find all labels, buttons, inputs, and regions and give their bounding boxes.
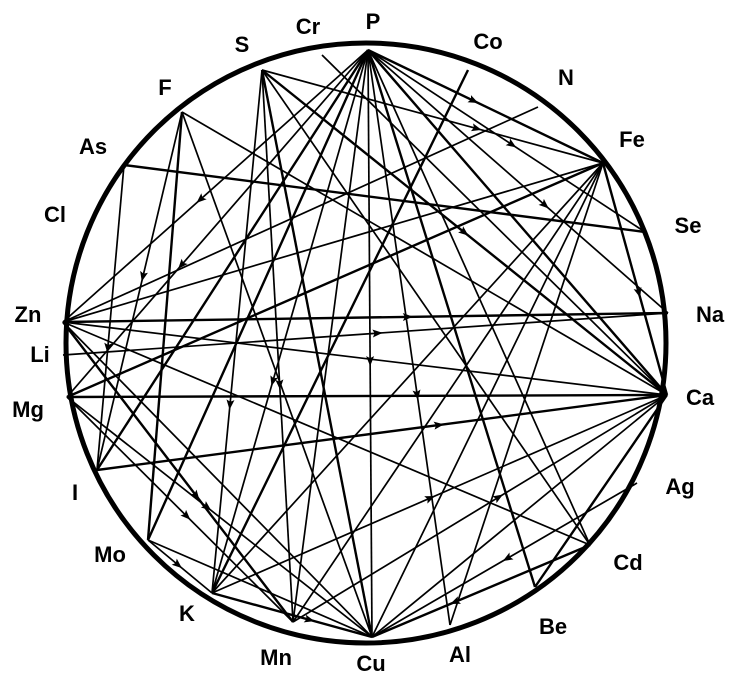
- line-ca-cu: [371, 394, 668, 638]
- line-p-na: [367, 49, 669, 314]
- element-label-li: Li: [30, 342, 50, 367]
- line-f-ca: [181, 111, 668, 396]
- line-fe-cu: [371, 162, 604, 638]
- line-k-cu: [211, 591, 373, 639]
- line-s-cd: [261, 69, 591, 546]
- line-zn-na: [62, 311, 669, 324]
- line-p-k: [211, 49, 369, 594]
- line-fe-mn: [292, 162, 604, 623]
- line-zn-cu: [62, 321, 373, 638]
- line-zn-mn: [62, 321, 294, 623]
- arrowhead-icon: [458, 226, 469, 236]
- element-label-p: P: [365, 9, 381, 34]
- arrowhead-icon: [200, 501, 212, 511]
- arrowhead-icon: [178, 258, 188, 269]
- line-mg-cu: [66, 396, 373, 638]
- interaction-lines: [62, 48, 669, 639]
- line-fe-zn: [62, 162, 604, 323]
- line-s-fe: [261, 69, 604, 164]
- outer-circle: [63, 40, 669, 646]
- element-label-co: Co: [473, 29, 503, 54]
- line-mn-ca: [292, 394, 668, 623]
- line-mg-ca: [66, 393, 668, 399]
- element-label-be: Be: [538, 614, 568, 639]
- element-label-al: Al: [449, 642, 471, 667]
- line-f-mo: [146, 111, 184, 541]
- arrowhead-icon: [275, 379, 284, 390]
- element-label-ca: Ca: [685, 385, 715, 410]
- arrowhead-icon: [492, 494, 503, 504]
- line-li-na: [62, 312, 669, 356]
- element-label-f: F: [158, 75, 172, 100]
- line-be-ca: [534, 394, 668, 588]
- line-p-ca: [367, 49, 668, 396]
- arrowhead-icon: [140, 270, 148, 282]
- arrowhead-icon: [505, 138, 517, 148]
- element-label-cd: Cd: [613, 550, 643, 575]
- line-as-se: [123, 163, 646, 234]
- element-label-ag: Ag: [665, 474, 695, 499]
- element-label-zn: Zn: [14, 302, 42, 327]
- element-label-fe: Fe: [619, 127, 645, 152]
- arrowhead-icon: [171, 558, 182, 569]
- line-n-zn: [62, 106, 539, 323]
- arrowhead-icon: [180, 509, 191, 520]
- element-label-i: I: [71, 480, 79, 505]
- line-fe-mg: [66, 161, 604, 399]
- line-f-cu: [181, 111, 373, 638]
- arrowhead-icon: [196, 193, 207, 203]
- arrowhead-icon: [303, 614, 315, 623]
- element-label-cr: Cr: [295, 14, 321, 39]
- element-label-n: N: [558, 65, 574, 90]
- line-as-i: [96, 164, 125, 471]
- line-s-k: [211, 69, 263, 594]
- arrowhead-icon: [470, 123, 482, 132]
- element-label-mg: Mg: [12, 397, 44, 422]
- line-p-se: [367, 49, 646, 233]
- line-zn-cd: [62, 321, 591, 546]
- arrowhead-icon: [402, 312, 413, 321]
- element-label-cu: Cu: [356, 651, 386, 676]
- element-label-na: Na: [695, 302, 725, 327]
- line-i-ca: [96, 393, 668, 472]
- line-zn-ca: [62, 321, 668, 396]
- arrowhead-icon: [433, 421, 444, 430]
- arrowhead-icon: [450, 596, 462, 604]
- element-label-as: As: [78, 134, 108, 159]
- line-mg-mn: [66, 396, 294, 623]
- line-p-mg: [66, 49, 369, 398]
- line-fe-k: [211, 162, 604, 594]
- arrowhead-icon: [633, 287, 642, 298]
- element-label-s: S: [234, 32, 250, 57]
- line-k-ca: [211, 394, 668, 594]
- element-label-cl: Cl: [44, 202, 66, 227]
- element-label-se: Se: [674, 213, 702, 238]
- line-cr-ca: [321, 54, 668, 396]
- line-p-be: [366, 49, 537, 588]
- line-p-cd: [367, 49, 591, 546]
- element-label-mo: Mo: [94, 542, 126, 567]
- arrowhead-icon: [104, 342, 113, 353]
- arrowhead-icon: [424, 495, 435, 504]
- element-label-mn: Mn: [260, 645, 292, 670]
- line-mo-cu: [147, 539, 373, 638]
- line-p-cu: [367, 49, 373, 638]
- arrowhead-icon: [502, 552, 514, 561]
- element-label-k: K: [179, 601, 195, 626]
- arrowhead-icon: [372, 329, 383, 338]
- arrowhead-icon: [270, 375, 279, 387]
- arrowhead-icon: [538, 198, 549, 209]
- arrowhead-icon: [190, 489, 200, 500]
- arrowhead-icon: [467, 95, 479, 104]
- line-p-fe: [367, 48, 604, 165]
- arrowhead-icon: [226, 399, 235, 410]
- line-fe-ca: [601, 162, 669, 396]
- line-p-al: [367, 49, 451, 626]
- line-fe-al: [449, 162, 604, 626]
